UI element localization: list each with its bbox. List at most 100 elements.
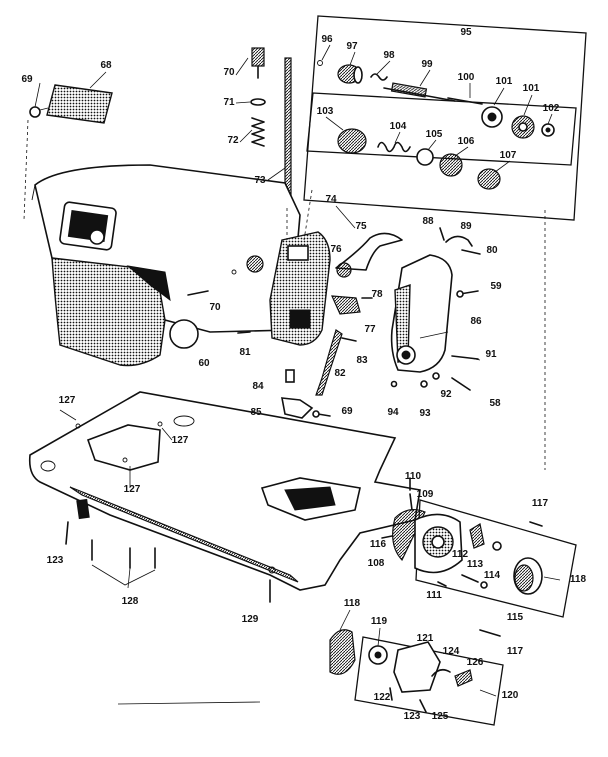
screw-111 <box>437 581 447 587</box>
screw-122 <box>389 687 393 701</box>
callout-103: 103 <box>317 106 334 117</box>
callout-71: 71 <box>223 97 235 108</box>
callout-129: 129 <box>242 614 259 625</box>
callout-127: 127 <box>172 435 189 446</box>
callout-78: 78 <box>371 289 383 300</box>
nameplate-68 <box>46 84 113 124</box>
lever-89 <box>445 235 473 247</box>
callout-84: 84 <box>252 381 264 392</box>
callout-76: 76 <box>330 244 342 255</box>
face-plate <box>169 231 403 419</box>
spring-113 <box>461 574 479 583</box>
callout-97: 97 <box>346 41 358 52</box>
gear-107 <box>477 168 501 190</box>
screw-117a <box>529 521 543 527</box>
bobbin-case-118 <box>329 629 356 675</box>
callout-116: 116 <box>370 539 387 550</box>
shaft-assembly-95 <box>317 60 555 190</box>
callout-106: 106 <box>458 136 475 147</box>
side-cover-assembly <box>390 227 481 391</box>
machine-head <box>31 164 301 367</box>
callout-117: 117 <box>507 646 524 657</box>
callout-94: 94 <box>387 407 399 418</box>
screw-114 <box>492 541 502 551</box>
callout-102: 102 <box>543 103 560 114</box>
face-plate-casting <box>269 231 331 346</box>
callout-88: 88 <box>422 216 434 227</box>
callout-104: 104 <box>390 121 407 132</box>
frame-group-103-107 <box>306 92 577 166</box>
callout-70: 70 <box>209 302 221 313</box>
callout-82: 82 <box>334 368 346 379</box>
screw-58 <box>451 377 471 391</box>
callout-98: 98 <box>383 50 395 61</box>
callout-95: 95 <box>460 27 472 38</box>
callout-91: 91 <box>485 349 497 360</box>
callout-109: 109 <box>417 489 434 500</box>
callout-74: 74 <box>325 194 337 205</box>
callout-70: 70 <box>223 67 235 78</box>
screw-109 <box>409 493 413 511</box>
callout-110: 110 <box>405 471 422 482</box>
callout-123: 123 <box>47 555 64 566</box>
knob-76 <box>336 262 352 278</box>
callout-127: 127 <box>59 395 76 406</box>
callout-101: 101 <box>523 83 540 94</box>
plate-121 <box>393 641 441 693</box>
screw-81 <box>237 331 251 334</box>
foot-lever-82 <box>315 329 343 396</box>
ring-105 <box>416 148 434 166</box>
callout-111: 111 <box>426 590 442 601</box>
post-84 <box>285 369 295 383</box>
callout-59: 59 <box>490 281 502 292</box>
arm-housing <box>51 257 166 367</box>
callout-117: 117 <box>532 498 549 509</box>
callout-114: 114 <box>484 570 501 581</box>
bobbin-assembly <box>329 629 473 713</box>
spring-72 <box>251 117 265 147</box>
screw-94 <box>390 380 398 388</box>
callout-123: 123 <box>404 711 421 722</box>
bed-plate <box>28 391 421 603</box>
callout-121: 121 <box>417 633 434 644</box>
callout-69: 69 <box>341 406 353 417</box>
callout-124: 124 <box>443 646 460 657</box>
callout-92: 92 <box>440 389 452 400</box>
callout-89: 89 <box>460 221 472 232</box>
callout-77: 77 <box>364 324 376 335</box>
callout-119: 119 <box>371 616 388 627</box>
callout-81: 81 <box>239 347 251 358</box>
callout-80: 80 <box>486 245 498 256</box>
top-parts <box>29 47 292 209</box>
callout-75: 75 <box>355 221 367 232</box>
callout-68: 68 <box>100 60 112 71</box>
callout-120: 120 <box>502 690 519 701</box>
callout-112: 112 <box>452 549 469 560</box>
callout-122: 122 <box>374 692 391 703</box>
screw-96 <box>317 60 323 66</box>
callout-125: 125 <box>432 711 449 722</box>
callout-115: 115 <box>507 612 524 623</box>
callout-72: 72 <box>227 135 239 146</box>
screw-125 <box>419 699 427 713</box>
knob-60 <box>169 319 199 349</box>
callout-107: 107 <box>500 150 517 161</box>
rod-100 <box>447 97 483 105</box>
hook-assembly <box>381 477 543 637</box>
bed-plate-casting <box>28 391 421 591</box>
lever-75 <box>335 232 403 271</box>
latch-126 <box>454 669 473 687</box>
callout-60: 60 <box>198 358 210 369</box>
callout-128: 128 <box>122 596 139 607</box>
screw-70b <box>187 290 209 296</box>
callout-127: 127 <box>124 484 141 495</box>
callout-58: 58 <box>489 398 501 409</box>
callout-93: 93 <box>419 408 431 419</box>
callout-96: 96 <box>321 34 333 45</box>
gear-103 <box>337 128 367 154</box>
spring-104 <box>377 141 411 153</box>
callout-69: 69 <box>21 74 33 85</box>
spring-88 <box>439 227 445 241</box>
